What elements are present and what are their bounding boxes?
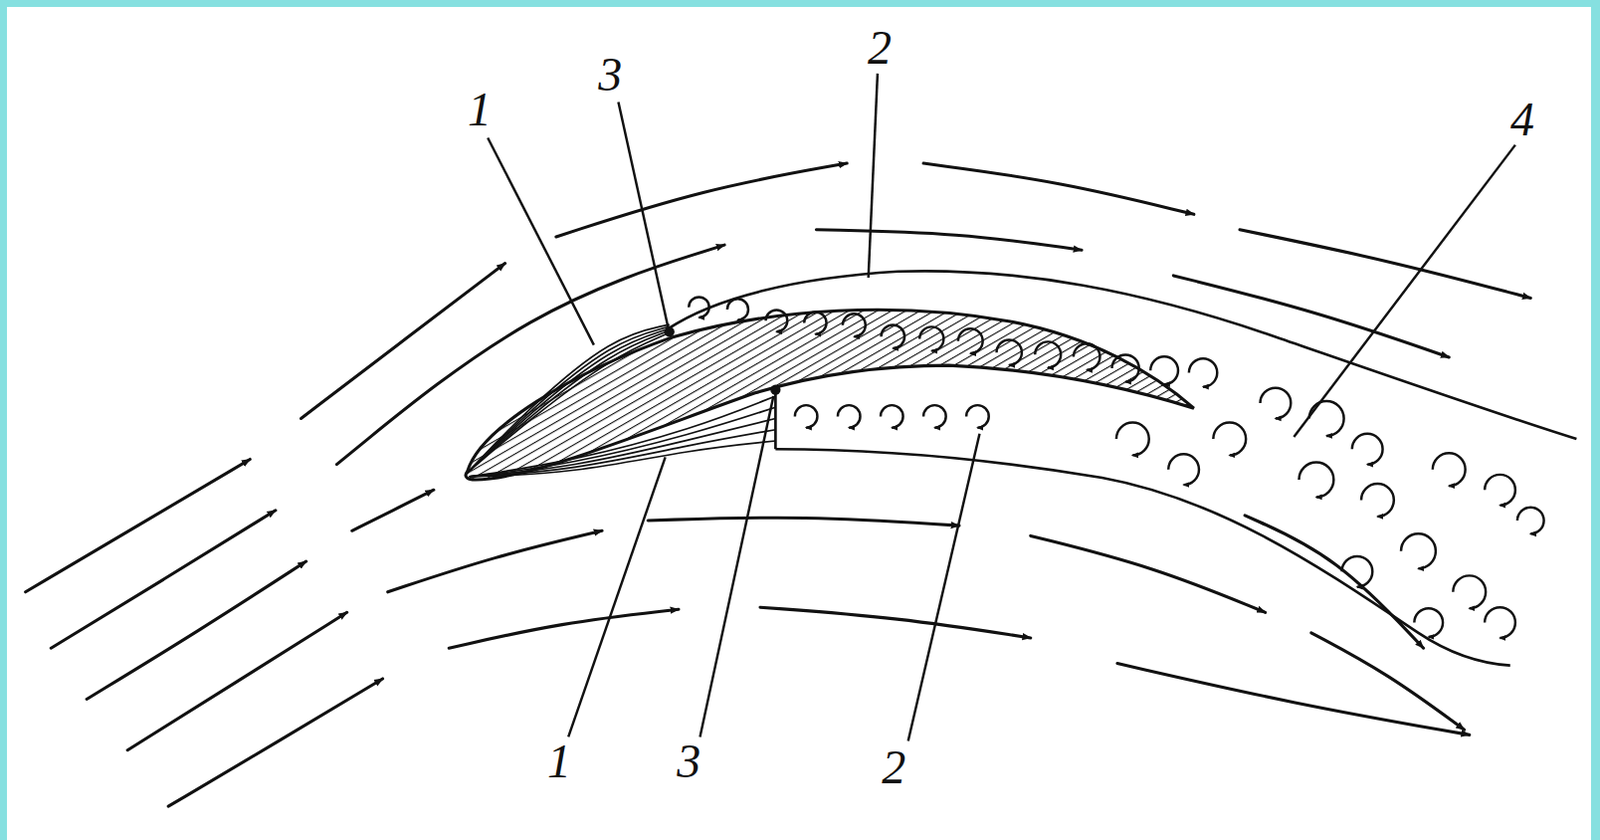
turbulent-eddy (766, 309, 789, 332)
callout-number: 3 (595, 50, 625, 99)
streamline-arrow (556, 163, 847, 237)
streamline-arrow (1239, 229, 1531, 299)
turbulent-eddy (803, 311, 826, 334)
turbulent-eddy (1260, 388, 1292, 419)
streamline-arrow (127, 611, 347, 750)
turbulent-eddy (688, 296, 710, 318)
airfoil-section (465, 309, 1195, 480)
turbulent-eddy (1432, 452, 1466, 486)
streamline-arrow (448, 608, 679, 648)
turbulent-eddy (880, 404, 904, 428)
turbulent-eddy (1112, 354, 1140, 382)
turbulent-eddy (881, 324, 906, 349)
callout-number: 1 (464, 85, 495, 134)
streamline-arrow (388, 530, 602, 593)
callout-number: 2 (878, 743, 909, 792)
turbulent-eddy (1484, 606, 1516, 638)
turbulent-eddy (1073, 343, 1101, 371)
turbulent-eddy (1309, 400, 1345, 436)
callout-number: 4 (1507, 95, 1538, 144)
turbulent-eddy (727, 298, 749, 320)
streamline-arrow (25, 458, 251, 592)
streamline-arrow (760, 606, 1031, 638)
streamline-arrow (815, 229, 1082, 251)
streamline-arrow (50, 510, 276, 648)
turbulent-eddy (1484, 474, 1516, 506)
turbulent-eddy (919, 326, 944, 351)
airfoil-illustration (6, 6, 1592, 840)
streamline-arrow (1117, 663, 1470, 736)
turbulent-eddy (1168, 453, 1200, 485)
turbulent-eddy (1116, 422, 1150, 456)
turbulent-eddy (1298, 462, 1334, 498)
turbulent-eddy (795, 404, 818, 428)
turbulent-eddy (1361, 483, 1395, 517)
callout-number: 1 (544, 737, 575, 786)
turbulent-eddy (1517, 507, 1545, 535)
turbulent-eddy (958, 328, 984, 354)
turbulent-eddy (1034, 341, 1061, 368)
turbulent-eddy (1413, 607, 1443, 637)
turbulent-eddy (966, 404, 990, 428)
streamline-arrow (86, 561, 306, 699)
leader-line (487, 73, 1516, 742)
callout-number: 2 (864, 23, 895, 72)
figure-ground: 1 3 2 4 1 3 2 (6, 6, 1592, 840)
callout-number: 3 (673, 737, 704, 786)
turbulent-eddy (1342, 556, 1374, 588)
turbulent-eddy (1189, 358, 1217, 387)
turbulent-eddy (1400, 533, 1436, 569)
streamline-arrow (168, 678, 383, 806)
streamline-arrow (1030, 535, 1266, 612)
turbulent-eddy (1352, 433, 1384, 465)
streamline-arrow (352, 489, 434, 531)
turbulent-eddy (837, 404, 861, 428)
turbulent-eddy (1150, 356, 1179, 385)
streamline-arrow (1244, 515, 1423, 648)
turbulent-eddy (997, 339, 1022, 365)
turbulent-eddy (1212, 422, 1246, 456)
streamline-arrow (301, 263, 506, 419)
turbulent-eddy (1452, 575, 1486, 608)
streamline-arrow (923, 163, 1195, 214)
streamline-arrow (647, 517, 960, 526)
turbulent-eddy (842, 313, 866, 337)
turbulent-eddy (923, 404, 947, 428)
